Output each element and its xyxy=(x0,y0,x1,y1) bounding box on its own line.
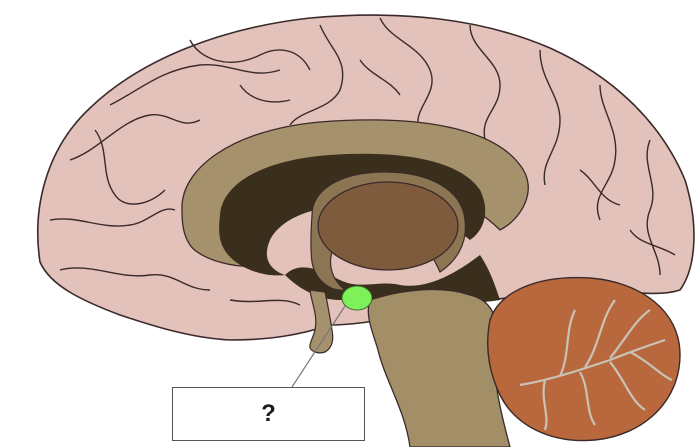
answer-label-box[interactable]: ? xyxy=(172,387,365,441)
label-question-mark: ? xyxy=(261,400,276,428)
thalamus xyxy=(318,182,458,270)
brainstem xyxy=(368,290,510,447)
highlighted-structure xyxy=(342,286,372,310)
cerebellum xyxy=(488,278,680,441)
